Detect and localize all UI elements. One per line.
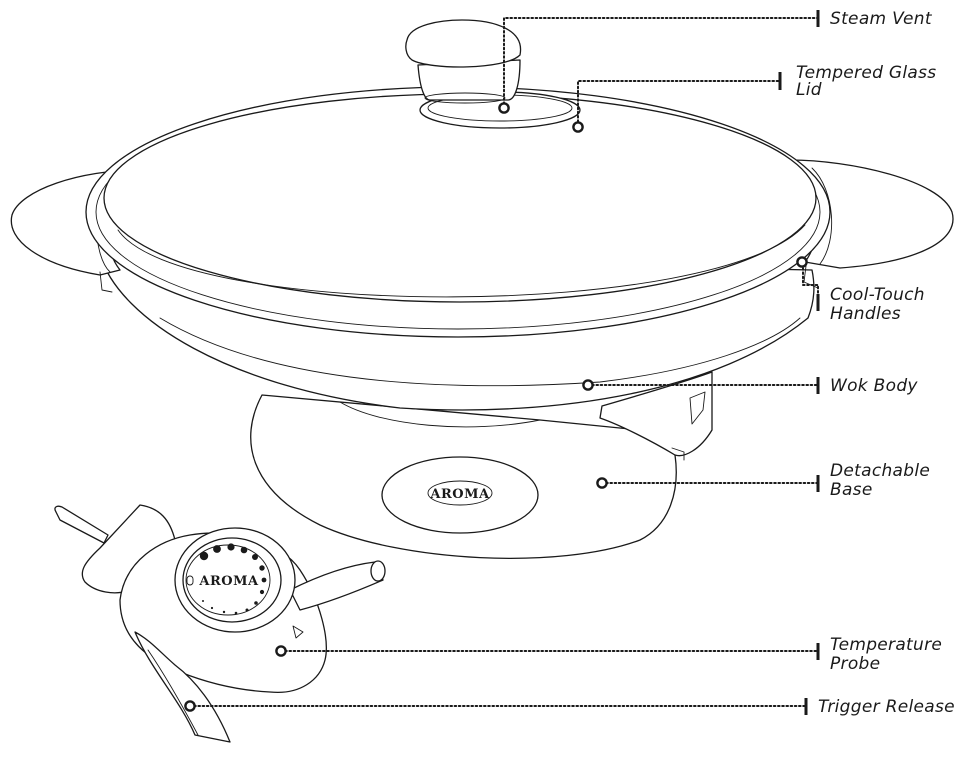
base-dot xyxy=(596,477,608,489)
handles-dot xyxy=(796,256,808,268)
callout-leaders xyxy=(184,10,820,715)
probe-brand-logo: AROMA xyxy=(198,574,259,589)
wok-body-dot xyxy=(582,379,594,391)
label-trigger-release: Trigger Release xyxy=(818,697,955,717)
label-wok-body: Wok Body xyxy=(830,376,918,396)
label-steam-vent: Steam Vent xyxy=(830,9,933,29)
detachable-base xyxy=(250,371,713,560)
probe-dot xyxy=(275,645,287,657)
label-cool-touch-handles: Cool-Touch Handles xyxy=(830,285,931,324)
tempered-glass-lid xyxy=(85,86,831,338)
steam-vent-dot xyxy=(498,102,510,114)
label-temperature-probe: Temperature Probe xyxy=(830,635,948,674)
lid-knob xyxy=(405,19,522,104)
base-brand-logo: AROMA xyxy=(429,487,490,502)
label-detachable-base: Detachable Base xyxy=(830,461,936,500)
glass-lid-dot xyxy=(572,121,584,133)
temperature-probe xyxy=(54,504,386,743)
dial-indicator-dots xyxy=(199,543,267,615)
trigger-dot xyxy=(184,700,196,712)
label-tempered-glass-lid: Tempered Glass Lid xyxy=(796,63,942,100)
